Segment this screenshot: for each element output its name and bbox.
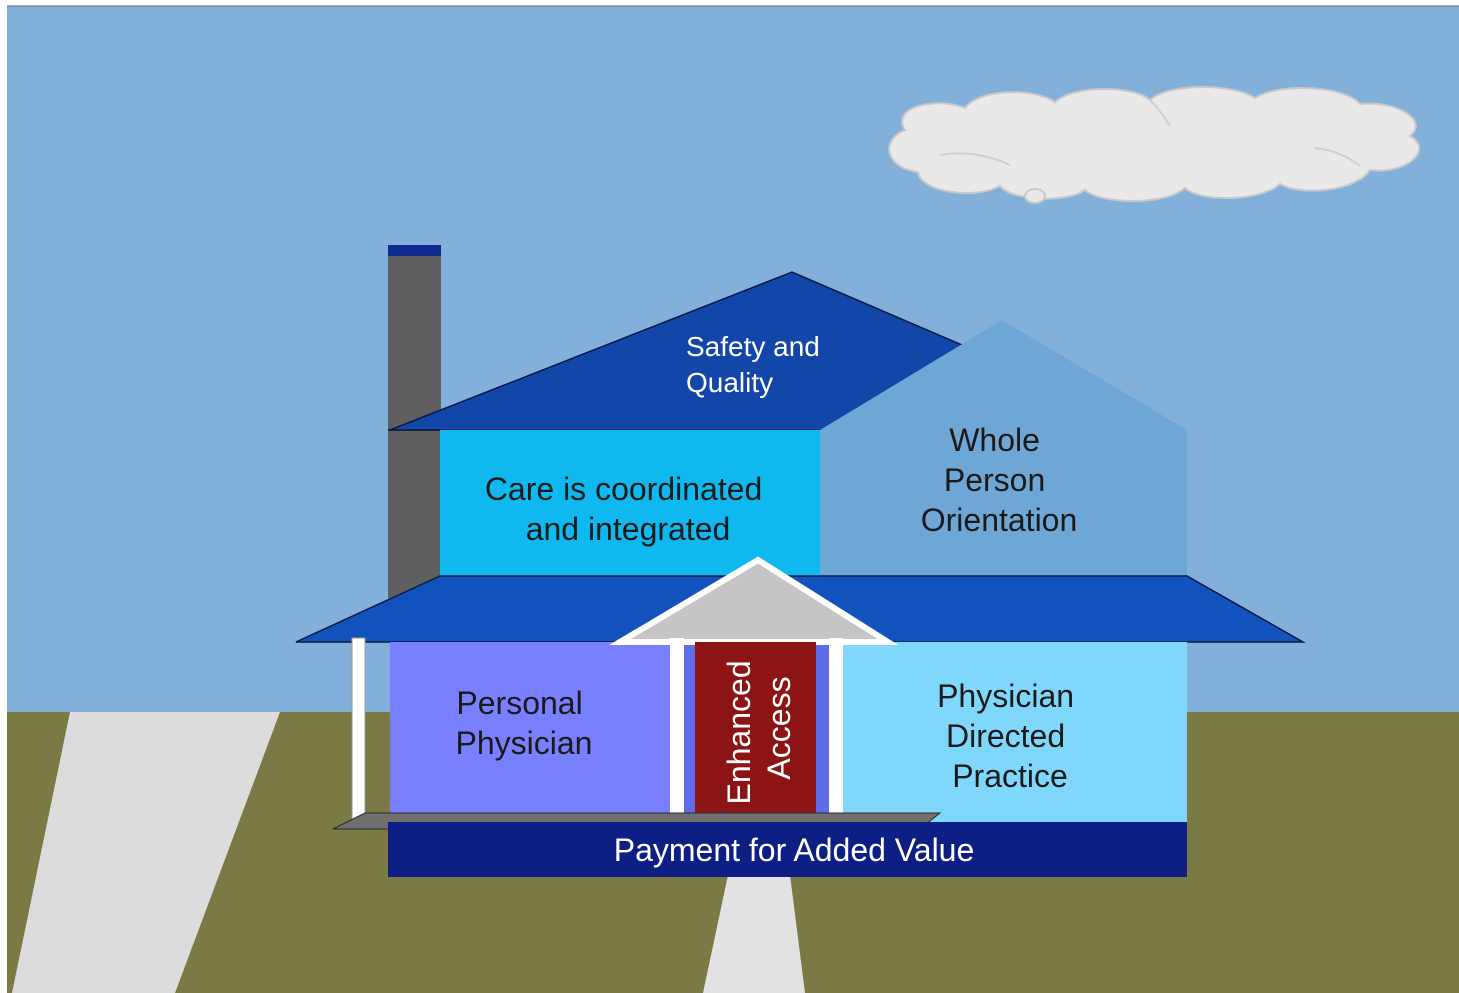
front-path xyxy=(703,875,805,993)
lower-right-label-line: Practice xyxy=(952,758,1068,794)
roof-label-line: Safety and xyxy=(686,331,820,362)
roof-label: Safety and Quality xyxy=(686,331,828,398)
lower-left-label: Personal Physician xyxy=(456,685,593,761)
gable-label: Whole Person Orientation xyxy=(921,422,1078,538)
upper-left-label-line: Care is coordinated xyxy=(485,471,762,507)
lower-left-wall xyxy=(390,642,677,822)
porch-column-door-left xyxy=(670,638,684,820)
lower-left-label-line: Physician xyxy=(456,725,593,761)
lower-left-label-line: Personal xyxy=(456,685,582,721)
gable-label-line: Person xyxy=(944,462,1045,498)
roof-label-line: Quality xyxy=(686,367,773,398)
upper-left-wall xyxy=(440,430,822,580)
porch-column-door-right xyxy=(829,638,843,820)
porch-column-left xyxy=(351,637,366,825)
lower-right-label: Physician Directed Practice xyxy=(937,678,1083,794)
lower-right-label-line: Directed xyxy=(946,718,1065,754)
door-label: Enhanced Access xyxy=(721,651,797,804)
cloud-icon xyxy=(888,86,1421,204)
side-path xyxy=(12,712,280,993)
gable-label-line: Orientation xyxy=(921,502,1078,538)
lower-right-label-line: Physician xyxy=(937,678,1074,714)
lower-right-wall xyxy=(838,642,1187,822)
gable-label-line: Whole xyxy=(949,422,1040,458)
door xyxy=(695,642,816,814)
door-label-line: Access xyxy=(761,676,797,779)
foundation-label: Payment for Added Value xyxy=(614,832,975,868)
left-border xyxy=(0,0,7,993)
upper-left-label: Care is coordinated and integrated xyxy=(485,471,771,547)
gable xyxy=(820,320,1187,580)
foundation xyxy=(388,822,1187,877)
top-border xyxy=(0,0,1459,6)
upper-left-label-line: and integrated xyxy=(526,511,731,547)
chimney-cap xyxy=(388,245,441,256)
door-label-line: Enhanced xyxy=(721,660,757,804)
